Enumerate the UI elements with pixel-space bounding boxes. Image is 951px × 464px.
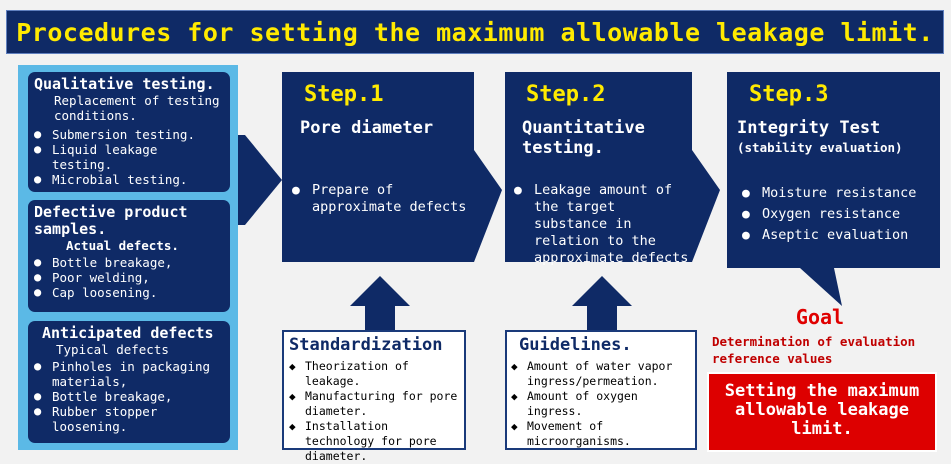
step1-label: Step.1	[304, 82, 384, 107]
list-item: Pinholes in packaging materials,	[34, 359, 224, 389]
step3-title: Integrity Test	[737, 118, 881, 138]
step1-title: Pore diameter	[300, 118, 434, 138]
qualitative-heading: Qualitative testing.	[34, 75, 215, 93]
list-item: Moisture resistance	[740, 183, 935, 204]
list-item: Aseptic evaluation	[740, 225, 935, 246]
anticipated-sub: Typical defects	[56, 342, 169, 357]
anticipated-heading: Anticipated defects	[42, 324, 214, 342]
standardization-title: Standardization	[289, 335, 443, 355]
up-arrow-standardization	[350, 276, 410, 332]
anticipated-defects-box: Anticipated defects Typical defects Pinh…	[28, 321, 230, 443]
list-item: Prepare of approximate defects	[290, 182, 475, 216]
step2-title: Quantitative testing.	[522, 118, 645, 158]
guidelines-box: Guidelines. Amount of water vapor ingres…	[505, 330, 697, 450]
step3-subtitle: (stability evaluation)	[737, 140, 903, 155]
input-sources-panel: Qualitative testing. Replacement of test…	[18, 65, 238, 450]
list-item: Bottle breakage,	[34, 255, 224, 270]
step2-label: Step.2	[526, 82, 606, 107]
step3-label: Step.3	[749, 82, 829, 107]
list-item: Theorization of leakage.	[289, 359, 459, 389]
defective-sub: Actual defects.	[66, 238, 179, 253]
list-item: Cap loosening.	[34, 285, 224, 300]
step2-items: Leakage amount of the target substance i…	[512, 182, 694, 267]
qualitative-sub: Replacement of testing conditions.	[54, 93, 220, 123]
defective-samples-box: Defective product samples. Actual defect…	[28, 200, 230, 312]
step1-items: Prepare of approximate defects	[290, 182, 475, 216]
step3-items: Moisture resistance Oxygen resistance As…	[740, 183, 935, 246]
list-item: Movement of microorganisms.	[511, 419, 691, 449]
list-item: Rubber stopper loosening.	[34, 404, 224, 434]
list-item: Leakage amount of the target substance i…	[512, 182, 694, 267]
defective-heading: Defective product samples.	[34, 203, 188, 238]
list-item: Submersion testing.	[34, 127, 224, 142]
list-item: Amount of water vapor ingress/permeation…	[511, 359, 691, 389]
list-item: Installation technology for pore diamete…	[289, 419, 459, 464]
list-item: Microbial testing.	[34, 172, 224, 187]
list-item: Liquid leakage testing.	[34, 142, 224, 172]
up-arrow-guidelines	[572, 276, 632, 332]
list-item: Bottle breakage,	[34, 389, 224, 404]
goal-label: Goal	[795, 305, 845, 329]
final-result-box: Setting the maximum allowable leakage li…	[707, 372, 937, 452]
list-item: Oxygen resistance	[740, 204, 935, 225]
page-title: Procedures for setting the maximum allow…	[6, 10, 944, 54]
list-item: Amount of oxygen ingress.	[511, 389, 691, 419]
guidelines-title: Guidelines.	[519, 335, 632, 355]
connector-arrow-left	[238, 135, 282, 225]
list-item: Poor welding,	[34, 270, 224, 285]
list-item: Manufacturing for pore diameter.	[289, 389, 459, 419]
qualitative-testing-box: Qualitative testing. Replacement of test…	[28, 72, 230, 192]
standardization-box: Standardization Theorization of leakage.…	[282, 330, 466, 463]
goal-description: Determination of evaluation reference va…	[712, 334, 916, 366]
